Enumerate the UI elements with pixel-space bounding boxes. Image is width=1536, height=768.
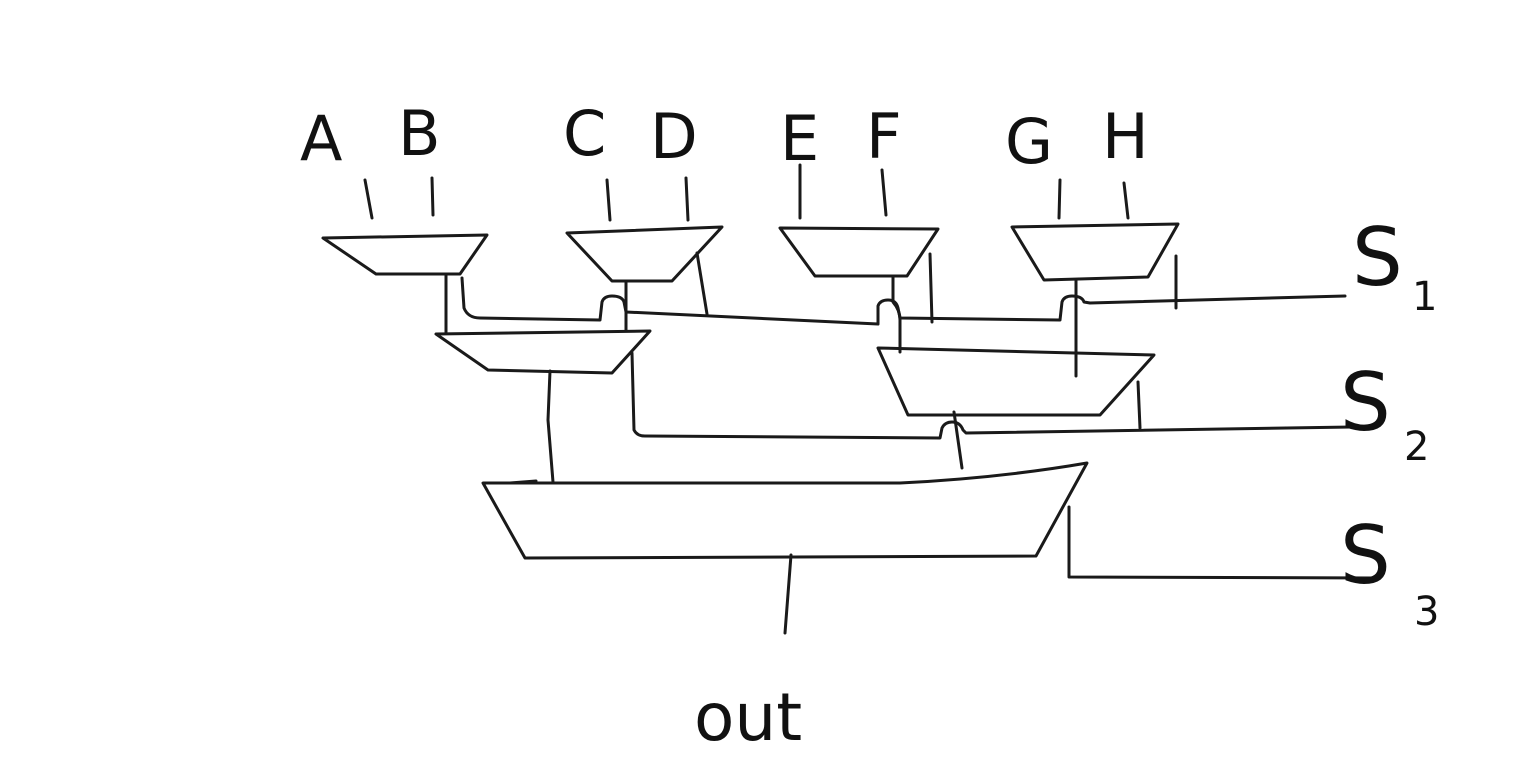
- mux-cd: [565, 225, 724, 283]
- select-label-s1-sub: 1: [1412, 274, 1437, 320]
- wire-input-g: [1057, 178, 1062, 220]
- wire-input-b: [430, 176, 435, 217]
- input-label-f: F: [866, 100, 902, 173]
- select-tap-s1-cd: [695, 251, 709, 316]
- input-label-b: B: [398, 97, 441, 170]
- input-label-h: H: [1102, 100, 1149, 173]
- input-label-d: D: [650, 100, 698, 173]
- select-label-s3-sub: 3: [1414, 589, 1439, 635]
- select-label-s2: S: [1340, 356, 1391, 449]
- wire-output: [783, 553, 793, 635]
- select-tap-s1-ef: [928, 252, 934, 324]
- wire-input-f: [880, 168, 888, 217]
- wire-input-c: [605, 178, 612, 222]
- mux-abcd: [434, 329, 652, 375]
- select-label-s1: S: [1352, 211, 1403, 304]
- input-label-e: E: [780, 102, 819, 175]
- input-label-c: C: [563, 97, 606, 170]
- select-label-s2-sub: 2: [1404, 424, 1429, 470]
- mux-gh: [1010, 222, 1180, 282]
- mux-ab: [321, 233, 489, 276]
- wire-mux-efgh-out: [952, 410, 964, 470]
- mux-final: [481, 461, 1089, 560]
- wire-input-a: [363, 178, 374, 220]
- wire-input-d: [684, 176, 690, 222]
- wire-input-h: [1122, 181, 1130, 220]
- mux-final-stroke: [508, 479, 538, 485]
- mux-efgh: [876, 346, 1156, 417]
- select-line-s1: [460, 276, 1347, 326]
- mux-ef: [778, 226, 940, 278]
- input-label-g: G: [1005, 105, 1053, 178]
- wire-mux-abcd-out: [546, 369, 555, 484]
- select-tap-s2-efgh: [1136, 380, 1142, 430]
- select-line-s2: [630, 351, 1354, 440]
- input-label-a: A: [300, 102, 342, 175]
- select-line-s3: [1067, 505, 1378, 580]
- output-label: out: [694, 679, 802, 756]
- select-label-s3: S: [1340, 509, 1391, 602]
